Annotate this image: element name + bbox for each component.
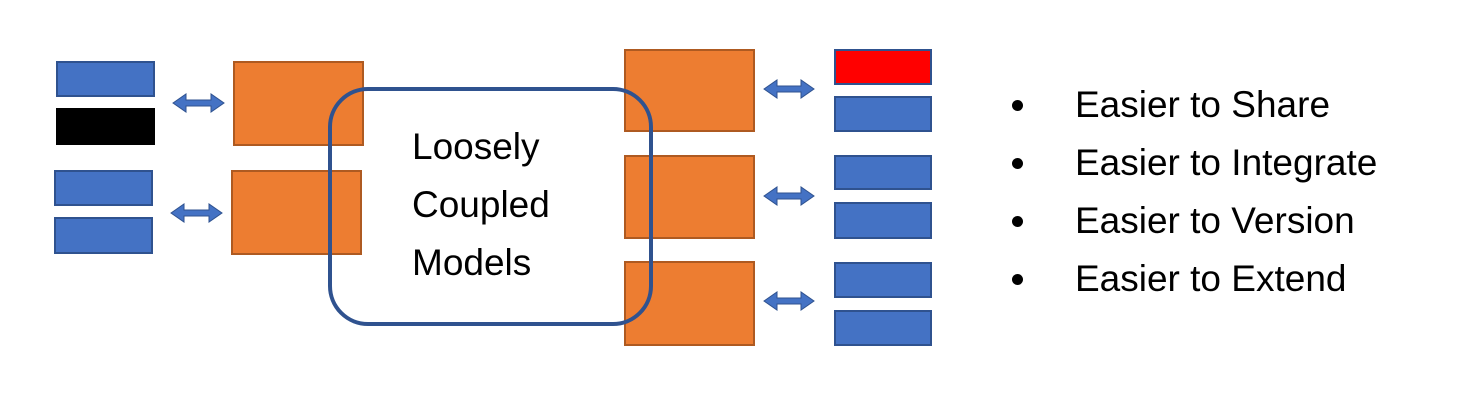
data-block-left-4 bbox=[54, 217, 153, 254]
data-block-right-2 bbox=[834, 96, 932, 132]
benefit-item-integrate: Easier to Integrate bbox=[1008, 134, 1377, 192]
benefit-text: Easier to Share bbox=[1075, 84, 1331, 125]
model-block-left-2 bbox=[231, 170, 362, 255]
data-block-left-2-black bbox=[56, 108, 155, 145]
double-arrow-left-1 bbox=[172, 93, 225, 113]
bullet-icon bbox=[1012, 274, 1023, 285]
benefit-item-share: Easier to Share bbox=[1008, 76, 1377, 134]
data-block-left-1 bbox=[56, 61, 155, 97]
model-block-right-2 bbox=[624, 155, 755, 239]
data-block-left-3 bbox=[54, 170, 153, 206]
bullet-icon bbox=[1012, 216, 1023, 227]
model-block-right-1 bbox=[624, 49, 755, 132]
benefit-text: Easier to Version bbox=[1075, 200, 1355, 241]
bullet-icon bbox=[1012, 100, 1023, 111]
data-block-right-5 bbox=[834, 262, 932, 298]
hub-label-line-1: Loosely bbox=[412, 126, 540, 167]
benefits-list: Easier to Share Easier to Integrate Easi… bbox=[1008, 76, 1377, 308]
benefit-item-version: Easier to Version bbox=[1008, 192, 1377, 250]
hub-frame bbox=[328, 87, 653, 326]
model-block-right-3 bbox=[624, 261, 755, 346]
double-arrow-right-3 bbox=[763, 291, 815, 311]
data-block-right-6 bbox=[834, 310, 932, 346]
benefit-text: Easier to Integrate bbox=[1075, 142, 1378, 183]
double-arrow-left-2 bbox=[170, 203, 223, 223]
data-block-right-4 bbox=[834, 202, 932, 239]
data-block-right-3 bbox=[834, 155, 932, 190]
data-block-right-1-red bbox=[834, 49, 932, 85]
hub-label-line-2: Coupled bbox=[412, 184, 550, 225]
bullet-icon bbox=[1012, 158, 1023, 169]
benefit-text: Easier to Extend bbox=[1075, 258, 1347, 299]
hub-label: Loosely Coupled Models bbox=[412, 118, 550, 292]
double-arrow-right-1 bbox=[763, 79, 815, 99]
double-arrow-right-2 bbox=[763, 186, 815, 206]
benefit-item-extend: Easier to Extend bbox=[1008, 250, 1377, 308]
model-block-left-1 bbox=[233, 61, 364, 146]
hub-label-line-3: Models bbox=[412, 242, 532, 283]
